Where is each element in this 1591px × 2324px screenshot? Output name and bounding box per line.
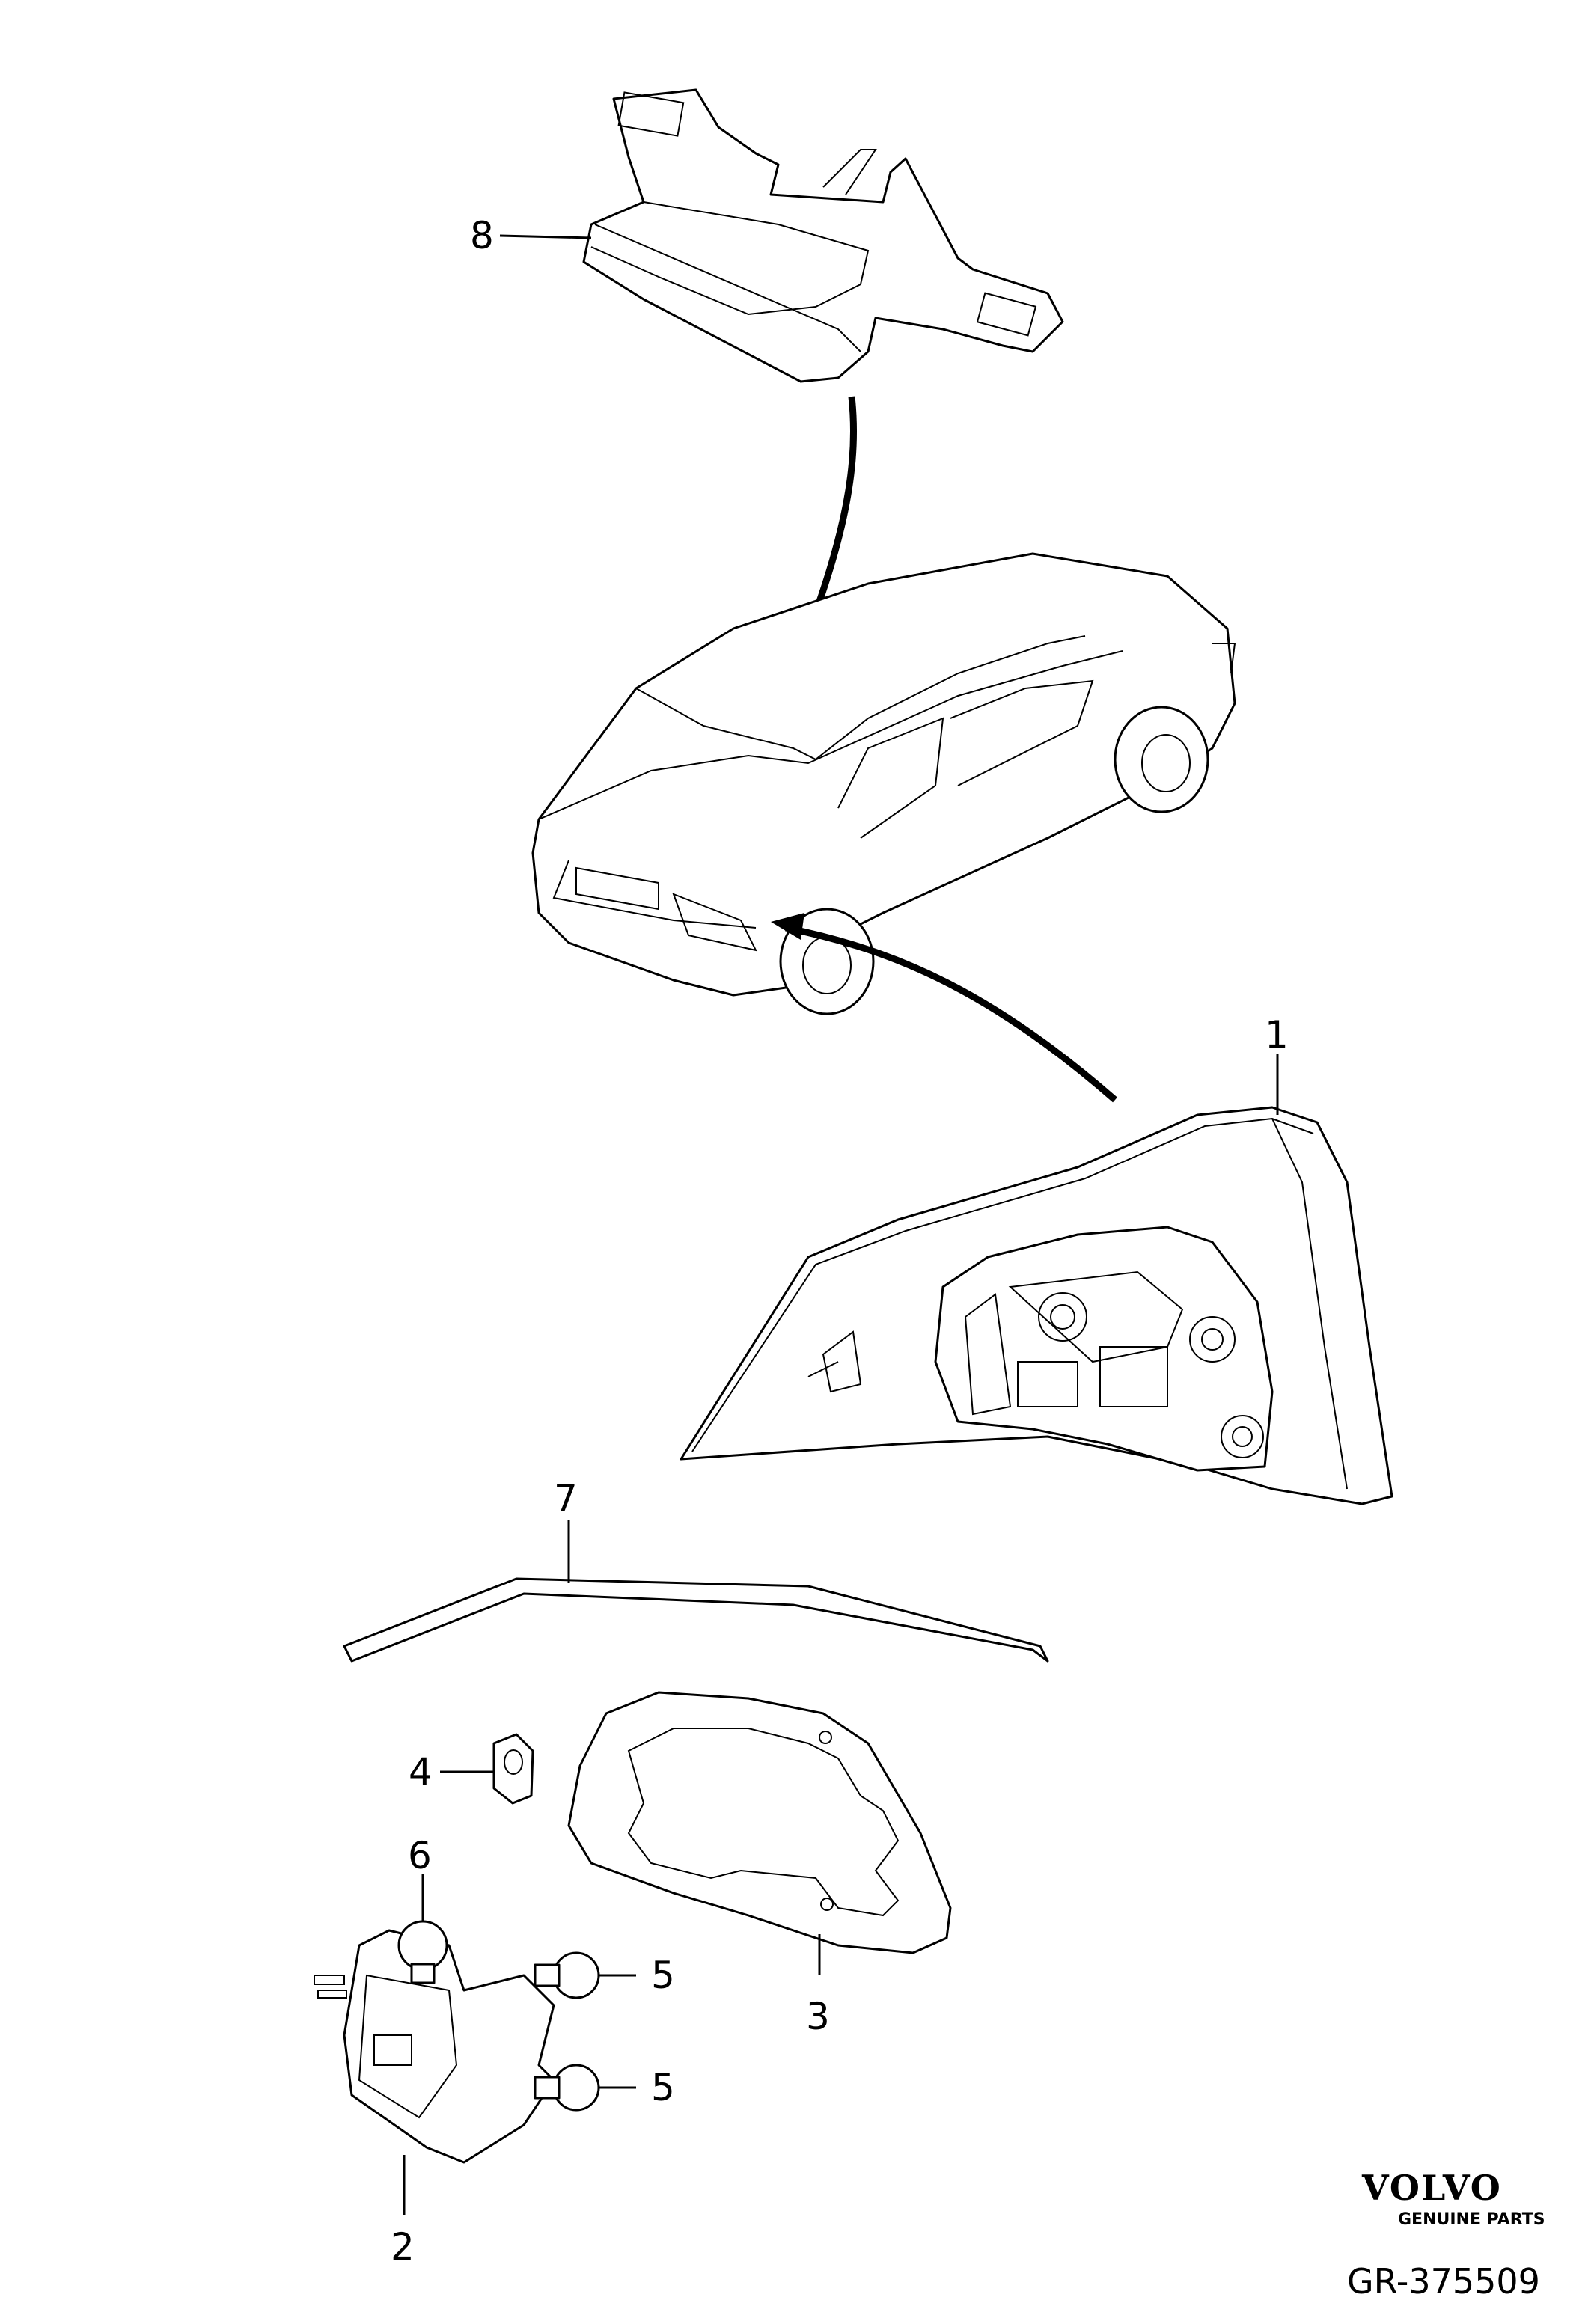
leader-8 [499,234,592,239]
part-2-bulb-holder[interactable] [314,1929,555,2164]
callout-5b[interactable]: 5 [651,2066,675,2109]
callout-3[interactable]: 3 [806,1995,830,2038]
part-5-bulb-lower[interactable] [534,2064,600,2112]
part-6-bulb[interactable] [397,1920,448,1984]
callout-4[interactable]: 4 [409,1750,433,1794]
callout-1[interactable]: 1 [1265,1013,1289,1056]
arrow-tail-light [785,924,1117,1103]
part-3-gasket[interactable] [567,1691,952,1954]
callout-8[interactable]: 8 [470,214,494,257]
part-4-grommet[interactable] [492,1733,534,1805]
part-7-seal-strip[interactable] [343,1577,1049,1663]
drawing-code: GR-375509 [1347,2261,1540,2302]
callout-2[interactable]: 2 [391,2225,415,2269]
brand-logo: VOLVO [1361,2168,1502,2208]
part-5-bulb-upper[interactable] [534,1951,600,1999]
part-1-tail-light[interactable] [680,1106,1393,1505]
callout-5a[interactable]: 5 [651,1954,675,1997]
callout-6[interactable]: 6 [408,1834,432,1877]
part-8-brake-light[interactable] [582,88,1064,383]
arrow-head-icon [771,913,804,940]
callout-7[interactable]: 7 [554,1477,578,1520]
brand-tagline: GENUINE PARTS [1398,2210,1545,2229]
car-illustration [531,552,1236,1015]
